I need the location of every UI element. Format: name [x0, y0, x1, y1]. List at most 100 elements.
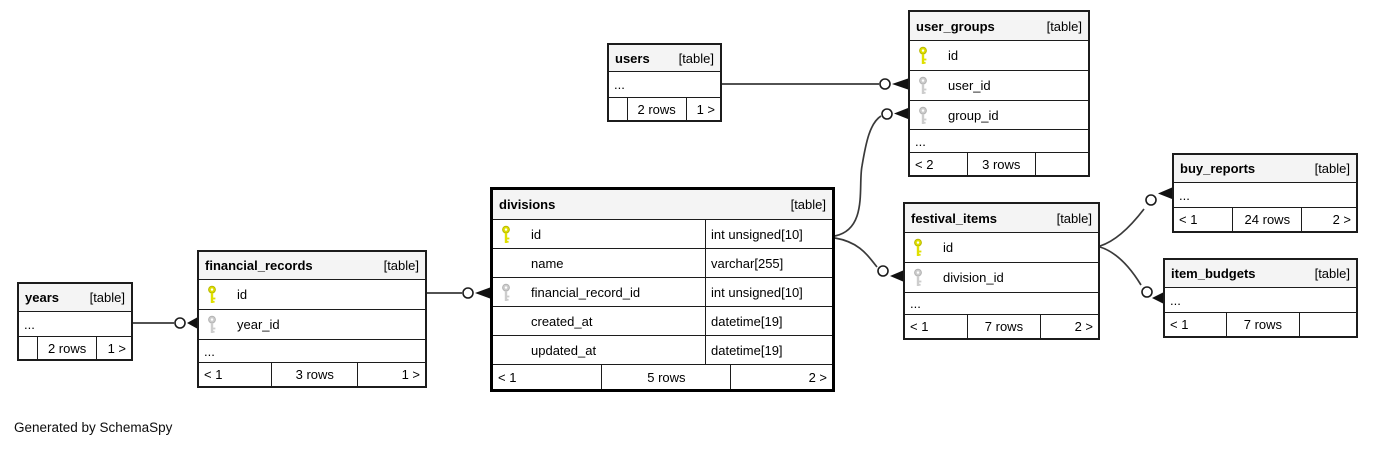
- column-row: ...: [609, 72, 720, 98]
- foreign-key-icon: [208, 315, 216, 333]
- table-footer: < 1 5 rows 2 >: [493, 365, 832, 389]
- zero-circle: [881, 108, 893, 120]
- column-name: id: [948, 48, 959, 63]
- table-header: years [table]: [19, 284, 131, 312]
- table-tag: [table]: [1056, 210, 1092, 226]
- column-row: user_id: [910, 71, 1088, 101]
- column-name: ...: [1170, 292, 1181, 308]
- crow-foot-arrow: [890, 270, 903, 282]
- footer-left: < 1: [1179, 212, 1198, 227]
- footer-rows-count: 5 rows: [601, 365, 730, 389]
- table-financial_records[interactable]: financial_records [table] id year_id ...…: [197, 250, 427, 388]
- column-name: ...: [614, 77, 625, 92]
- column-type: varchar[255]: [711, 255, 784, 271]
- column-row: id int unsigned[10]: [493, 220, 832, 249]
- column-row: division_id: [905, 263, 1098, 293]
- footer-right: [1298, 313, 1356, 336]
- column-type: int unsigned[10]: [711, 284, 803, 300]
- column-row: group_id: [910, 101, 1088, 130]
- column-row: updated_at datetime[19]: [493, 336, 832, 365]
- relationship-divisions-festival_items: [834, 237, 878, 268]
- primary-key-icon: [914, 238, 922, 256]
- footer-right: 1 >: [685, 98, 720, 120]
- table-years[interactable]: years [table] ... 2 rows 1 >: [17, 282, 133, 361]
- table-header: item_budgets [table]: [1165, 260, 1356, 288]
- column-row: ...: [1165, 288, 1356, 313]
- generated-by-note: Generated by SchemaSpy: [14, 420, 173, 435]
- footer-left: < 2: [915, 156, 934, 172]
- footer-left: < 1: [1170, 317, 1189, 332]
- column-row: name varchar[255]: [493, 249, 832, 278]
- table-title: festival_items: [911, 210, 997, 226]
- footer-right: 2 >: [730, 365, 832, 389]
- footer-right: [1034, 153, 1088, 175]
- column-name: user_id: [948, 78, 991, 93]
- table-header: users [table]: [609, 45, 720, 72]
- footer-left: [609, 98, 627, 120]
- table-tag: [table]: [790, 197, 826, 212]
- table-title: divisions: [499, 197, 556, 212]
- table-footer: < 1 7 rows: [1165, 313, 1356, 336]
- column-name: ...: [1179, 187, 1190, 203]
- column-name: created_at: [531, 313, 593, 329]
- column-name: ...: [915, 133, 926, 149]
- table-footer: < 1 3 rows 1 >: [199, 363, 425, 386]
- column-name: division_id: [943, 270, 1004, 285]
- footer-left: < 1: [910, 319, 929, 334]
- table-tag: [table]: [1046, 18, 1082, 34]
- footer-left: < 1: [204, 367, 223, 382]
- column-row: created_at datetime[19]: [493, 307, 832, 336]
- zero-circle: [879, 78, 891, 90]
- column-name: id: [237, 287, 248, 302]
- table-users[interactable]: users [table] ... 2 rows 1 >: [607, 43, 722, 122]
- table-header: festival_items [table]: [905, 204, 1098, 233]
- table-divisions[interactable]: divisions [table] id int unsigned[10] na…: [490, 187, 835, 392]
- table-festival_items[interactable]: festival_items [table] id division_id ..…: [903, 202, 1100, 340]
- column-name: ...: [24, 316, 35, 332]
- crow-foot-arrow: [892, 78, 908, 90]
- table-title: users: [615, 50, 650, 66]
- table-item_budgets[interactable]: item_budgets [table] ... < 1 7 rows: [1163, 258, 1358, 338]
- column-name: id: [943, 240, 954, 255]
- footer-rows-count: 7 rows: [966, 315, 1040, 338]
- column-name: name: [531, 255, 564, 271]
- footer-left: < 1: [498, 369, 517, 385]
- table-tag: [table]: [89, 290, 125, 305]
- table-tag: [table]: [1314, 266, 1350, 281]
- footer-right: 1 >: [96, 337, 131, 359]
- footer-right: 2 >: [1301, 208, 1356, 231]
- column-name: group_id: [948, 107, 999, 123]
- table-user_groups[interactable]: user_groups [table] id user_id group_id …: [908, 10, 1090, 177]
- footer-rows-count: 2 rows: [36, 337, 96, 359]
- footer-left: [19, 337, 37, 359]
- column-name: updated_at: [531, 342, 597, 358]
- table-tag: [table]: [1314, 161, 1350, 176]
- crow-foot-arrow: [475, 287, 490, 299]
- foreign-key-icon: [919, 76, 927, 94]
- column-row: ...: [905, 293, 1098, 315]
- primary-key-icon: [502, 225, 510, 243]
- column-row: year_id: [199, 310, 425, 340]
- table-footer: 2 rows 1 >: [19, 337, 131, 359]
- zero-circle: [462, 287, 474, 299]
- table-header: buy_reports [table]: [1174, 155, 1356, 183]
- table-footer: 2 rows 1 >: [609, 98, 720, 120]
- crow-foot-arrow: [894, 108, 908, 119]
- relationship-festival_items-item_budgets: [1099, 246, 1142, 286]
- table-buy_reports[interactable]: buy_reports [table] ... < 1 24 rows 2 >: [1172, 153, 1358, 233]
- footer-rows-count: 7 rows: [1226, 313, 1299, 336]
- table-header: user_groups [table]: [910, 12, 1088, 41]
- column-name: ...: [204, 343, 215, 359]
- zero-circle: [1145, 194, 1157, 206]
- table-tag: [table]: [383, 258, 419, 273]
- table-footer: < 1 24 rows 2 >: [1174, 208, 1356, 231]
- table-tag: [table]: [678, 50, 714, 66]
- footer-right: 2 >: [1040, 315, 1098, 338]
- table-title: years: [25, 290, 59, 305]
- column-type: int unsigned[10]: [711, 226, 803, 242]
- table-footer: < 2 3 rows: [910, 153, 1088, 175]
- column-row: id: [905, 233, 1098, 263]
- crow-foot-arrow: [1158, 187, 1172, 199]
- column-type: datetime[19]: [711, 342, 783, 358]
